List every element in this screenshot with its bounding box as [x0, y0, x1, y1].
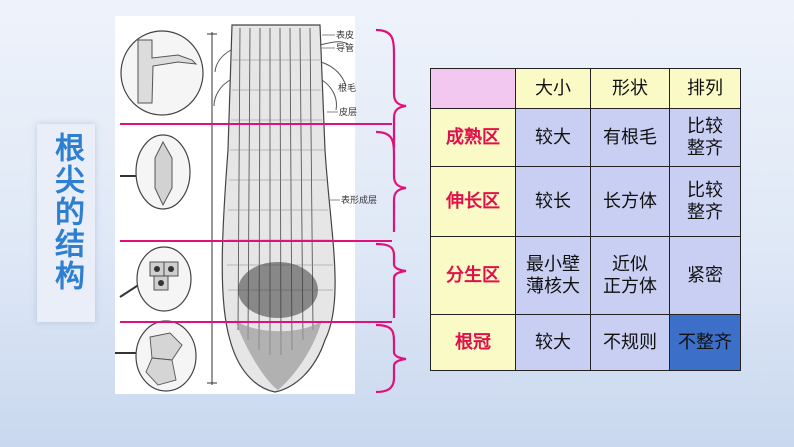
arrangement-cell: 比较整齐 [669, 166, 741, 237]
elongation-zone-cell [120, 134, 191, 210]
shape-cell: 长方体 [590, 166, 670, 237]
title-box: 根尖的结构 [37, 124, 95, 322]
root-cap-cell [115, 320, 197, 392]
root-tip-drawing [207, 24, 349, 393]
shape-cell: 有根毛 [590, 108, 670, 167]
header-cell-corner [430, 68, 516, 109]
arrangement-cell-highlighted: 不整齐 [669, 314, 741, 371]
zone-label: 分生区 [430, 236, 516, 315]
meristem-zone-cell [119, 246, 192, 312]
header-cell-size: 大小 [515, 68, 591, 109]
page-title: 根尖的结构 [49, 132, 84, 292]
zone-label: 根冠 [430, 314, 516, 371]
size-cell: 较长 [515, 166, 591, 237]
header-cell-shape: 形状 [590, 68, 670, 109]
label-cambium: 表形成层 [341, 194, 377, 206]
mature-zone-cell [120, 30, 204, 116]
table-row: 分生区 最小壁薄核大 近似正方体 紧密 [430, 236, 741, 315]
label-root-hair: 根毛 [338, 82, 356, 94]
arrangement-cell: 紧密 [669, 236, 741, 315]
size-cell: 较大 [515, 108, 591, 167]
shape-cell: 近似正方体 [590, 236, 670, 315]
zone-label: 伸长区 [430, 166, 516, 237]
shape-cell: 不规则 [590, 314, 670, 371]
figure-labels: 表皮 导管 根毛 皮层 表形成层 [322, 29, 377, 206]
size-cell: 最小壁薄核大 [515, 236, 591, 315]
zone-lines [120, 123, 392, 323]
table-header-row: 大小 形状 排列 [430, 68, 741, 109]
table-row: 根冠 较大 不规则 不整齐 [430, 314, 741, 371]
zone-label: 成熟区 [430, 108, 516, 167]
brace-root-cap [375, 323, 407, 394]
zone-braces [375, 28, 407, 394]
brace-elongation [375, 130, 407, 232]
arrangement-cell: 比较整齐 [669, 108, 741, 167]
size-cell: 较大 [515, 314, 591, 371]
table-row: 伸长区 较长 长方体 比较整齐 [430, 166, 741, 237]
cell-circles [115, 30, 204, 392]
root-zone-table: 大小 形状 排列 成熟区 较大 有根毛 比较整齐 伸长区 较长 长方体 比较整齐… [430, 68, 741, 371]
label-epidermis: 表皮 [336, 29, 354, 41]
label-vessel: 导管 [336, 42, 354, 54]
brace-mature [375, 28, 407, 148]
brace-meristem [375, 242, 407, 318]
label-cortex: 皮层 [339, 106, 357, 118]
table-row: 成熟区 较大 有根毛 比较整齐 [430, 108, 741, 167]
header-cell-arrangement: 排列 [669, 68, 741, 109]
